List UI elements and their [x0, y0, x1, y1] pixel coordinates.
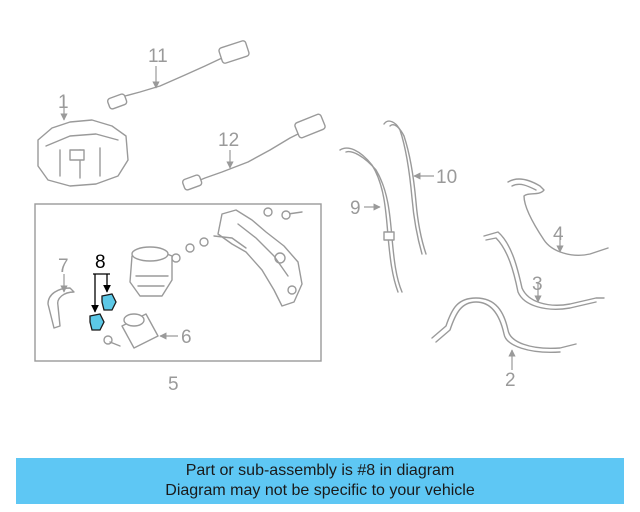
- callout-8: 8: [95, 252, 106, 273]
- part-6-filter: 6: [159, 327, 192, 348]
- clamp-icon: [101, 293, 117, 311]
- callout-2: 2: [505, 370, 516, 391]
- banner-line-2: Diagram may not be specific to your vehi…: [165, 482, 475, 499]
- part-12-oxygen-sensor: 12: [181, 113, 326, 191]
- callout-3: 3: [532, 274, 543, 295]
- part-4-line: 4: [507, 178, 609, 256]
- callout-11: 11: [148, 46, 168, 67]
- banner-line-1: Part or sub-assembly is #8 in diagram: [185, 462, 455, 479]
- part-7-hose: 7: [58, 256, 69, 293]
- callout-9: 9: [350, 198, 361, 219]
- callout-7: 7: [58, 256, 69, 277]
- clamp-icon: [89, 313, 105, 331]
- callout-5: 5: [168, 374, 179, 395]
- part-10-vacuum-line: 10: [383, 120, 457, 255]
- callout-1: 1: [58, 92, 69, 113]
- part-2-line: 2: [431, 297, 577, 391]
- part-5-subassembly-box: 5: [34, 203, 322, 395]
- part-11-oxygen-sensor: 11: [106, 40, 250, 110]
- part-8-clamp-highlighted: 8: [89, 252, 117, 331]
- info-banner: Part or sub-assembly is #8 in diagram Di…: [16, 458, 624, 504]
- part-1-housing: 1: [37, 92, 129, 187]
- part-9-vacuum-line: 9: [339, 147, 403, 293]
- callout-6: 6: [181, 327, 192, 348]
- callout-10: 10: [436, 167, 457, 188]
- callout-4: 4: [553, 224, 564, 245]
- parts-diagram: 11 12 1 9 10 4: [34, 40, 609, 395]
- part-3-line: 3: [483, 231, 605, 310]
- callout-12: 12: [218, 130, 239, 151]
